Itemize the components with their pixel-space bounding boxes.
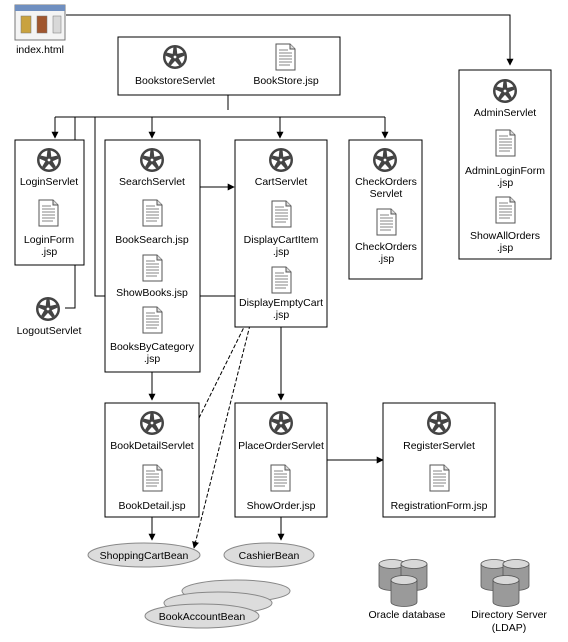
document-icon bbox=[142, 254, 163, 282]
database-icon bbox=[378, 559, 428, 607]
admin-servlet-box[interactable]: AdminServlet AdminLoginForm .jsp ShowAll… bbox=[458, 69, 552, 260]
oracle-database[interactable]: Oracle database bbox=[368, 559, 446, 622]
directory-server[interactable]: Directory Server (LDAP) bbox=[471, 559, 547, 635]
index-html-label: index.html bbox=[16, 44, 64, 56]
cart-servlet-label: CartServlet bbox=[255, 176, 308, 188]
gear-icon bbox=[373, 148, 397, 172]
gear-icon bbox=[36, 297, 60, 321]
bookstore-jsp-label: BookStore.jsp bbox=[253, 75, 319, 87]
bookstore-servlet-label: BookstoreServlet bbox=[135, 75, 215, 87]
register-servlet-box[interactable]: RegisterServlet RegistrationForm.jsp bbox=[382, 402, 496, 518]
gear-icon bbox=[37, 148, 61, 172]
database-icon bbox=[480, 559, 530, 607]
oracle-database-label: Oracle database bbox=[368, 609, 445, 621]
gear-icon bbox=[163, 45, 187, 69]
check-orders-jsp-label-1: CheckOrders bbox=[355, 241, 417, 253]
register-servlet-label: RegisterServlet bbox=[403, 440, 475, 452]
document-icon bbox=[275, 43, 296, 71]
check-orders-jsp-label-2: .jsp bbox=[378, 253, 395, 265]
gear-icon bbox=[493, 79, 517, 103]
admin-login-form-label-1: AdminLoginForm bbox=[465, 165, 545, 177]
place-order-servlet-label: PlaceOrderServlet bbox=[238, 440, 324, 452]
display-cart-item-label-2: .jsp bbox=[273, 246, 290, 258]
place-order-servlet-box[interactable]: PlaceOrderServlet ShowOrder.jsp bbox=[234, 402, 328, 518]
document-icon bbox=[271, 200, 292, 228]
document-icon bbox=[270, 464, 291, 492]
book-detail-jsp-label: BookDetail.jsp bbox=[118, 500, 185, 512]
bookstore-servlet-box[interactable]: BookstoreServlet BookStore.jsp bbox=[117, 36, 341, 96]
document-icon bbox=[376, 208, 397, 236]
index-html-node[interactable]: index.html bbox=[14, 4, 66, 56]
document-icon bbox=[495, 129, 516, 157]
document-icon bbox=[429, 464, 450, 492]
logout-servlet-node[interactable]: LogoutServlet bbox=[17, 297, 82, 337]
document-icon bbox=[142, 464, 163, 492]
show-all-orders-label-1: ShowAllOrders bbox=[470, 230, 540, 242]
check-orders-servlet-label-2: Servlet bbox=[370, 188, 403, 200]
display-cart-item-label-1: DisplayCartItem bbox=[244, 234, 319, 246]
document-icon bbox=[142, 306, 163, 334]
search-servlet-box[interactable]: SearchServlet BookSearch.jsp ShowBooks.j… bbox=[104, 139, 201, 373]
cashier-bean-label: CashierBean bbox=[239, 550, 300, 562]
search-servlet-label: SearchServlet bbox=[119, 176, 185, 188]
document-icon bbox=[142, 199, 163, 227]
gear-icon bbox=[140, 411, 164, 435]
check-orders-servlet-box[interactable]: CheckOrders Servlet CheckOrders .jsp bbox=[348, 139, 423, 280]
logout-servlet-label: LogoutServlet bbox=[17, 325, 82, 337]
document-icon bbox=[271, 266, 292, 294]
cashier-bean[interactable]: CashierBean bbox=[223, 542, 315, 568]
directory-server-label-1: Directory Server bbox=[471, 609, 547, 621]
show-books-label: ShowBooks.jsp bbox=[116, 287, 188, 299]
check-orders-servlet-label-1: CheckOrders bbox=[355, 176, 417, 188]
books-by-category-label-2: .jsp bbox=[144, 353, 161, 365]
cart-servlet-box[interactable]: CartServlet DisplayCartItem .jsp Display… bbox=[234, 139, 328, 328]
shopping-cart-bean[interactable]: ShoppingCartBean bbox=[87, 542, 201, 568]
admin-servlet-label: AdminServlet bbox=[474, 107, 537, 119]
book-search-label: BookSearch.jsp bbox=[115, 234, 189, 246]
books-by-category-label-1: BooksByCategory bbox=[110, 341, 195, 353]
document-icon bbox=[38, 199, 59, 227]
display-empty-cart-label-2: .jsp bbox=[273, 309, 290, 321]
browser-page-icon bbox=[14, 4, 66, 41]
login-form-label-1: LoginForm bbox=[24, 234, 74, 246]
admin-login-form-label-2: .jsp bbox=[497, 177, 514, 189]
show-all-orders-label-2: .jsp bbox=[497, 242, 514, 254]
book-account-bean-label: BookAccountBean bbox=[159, 611, 246, 623]
book-detail-servlet-label: BookDetailServlet bbox=[110, 440, 194, 452]
directory-server-label-2: (LDAP) bbox=[492, 622, 526, 634]
book-account-bean[interactable]: BookAccountBean bbox=[144, 579, 291, 629]
shopping-cart-bean-label: ShoppingCartBean bbox=[100, 550, 189, 562]
document-icon bbox=[495, 196, 516, 224]
login-form-label-2: .jsp bbox=[41, 246, 58, 258]
login-servlet-label: LoginServlet bbox=[20, 176, 78, 188]
show-order-label: ShowOrder.jsp bbox=[247, 500, 316, 512]
gear-icon bbox=[269, 148, 293, 172]
gear-icon bbox=[427, 411, 451, 435]
gear-icon bbox=[140, 148, 164, 172]
registration-form-label: RegistrationForm.jsp bbox=[391, 500, 488, 512]
display-empty-cart-label-1: DisplayEmptyCart bbox=[239, 297, 323, 309]
book-detail-servlet-box[interactable]: BookDetailServlet BookDetail.jsp bbox=[104, 402, 200, 518]
gear-icon bbox=[269, 411, 293, 435]
login-servlet-box[interactable]: LoginServlet LoginForm .jsp bbox=[14, 139, 85, 266]
